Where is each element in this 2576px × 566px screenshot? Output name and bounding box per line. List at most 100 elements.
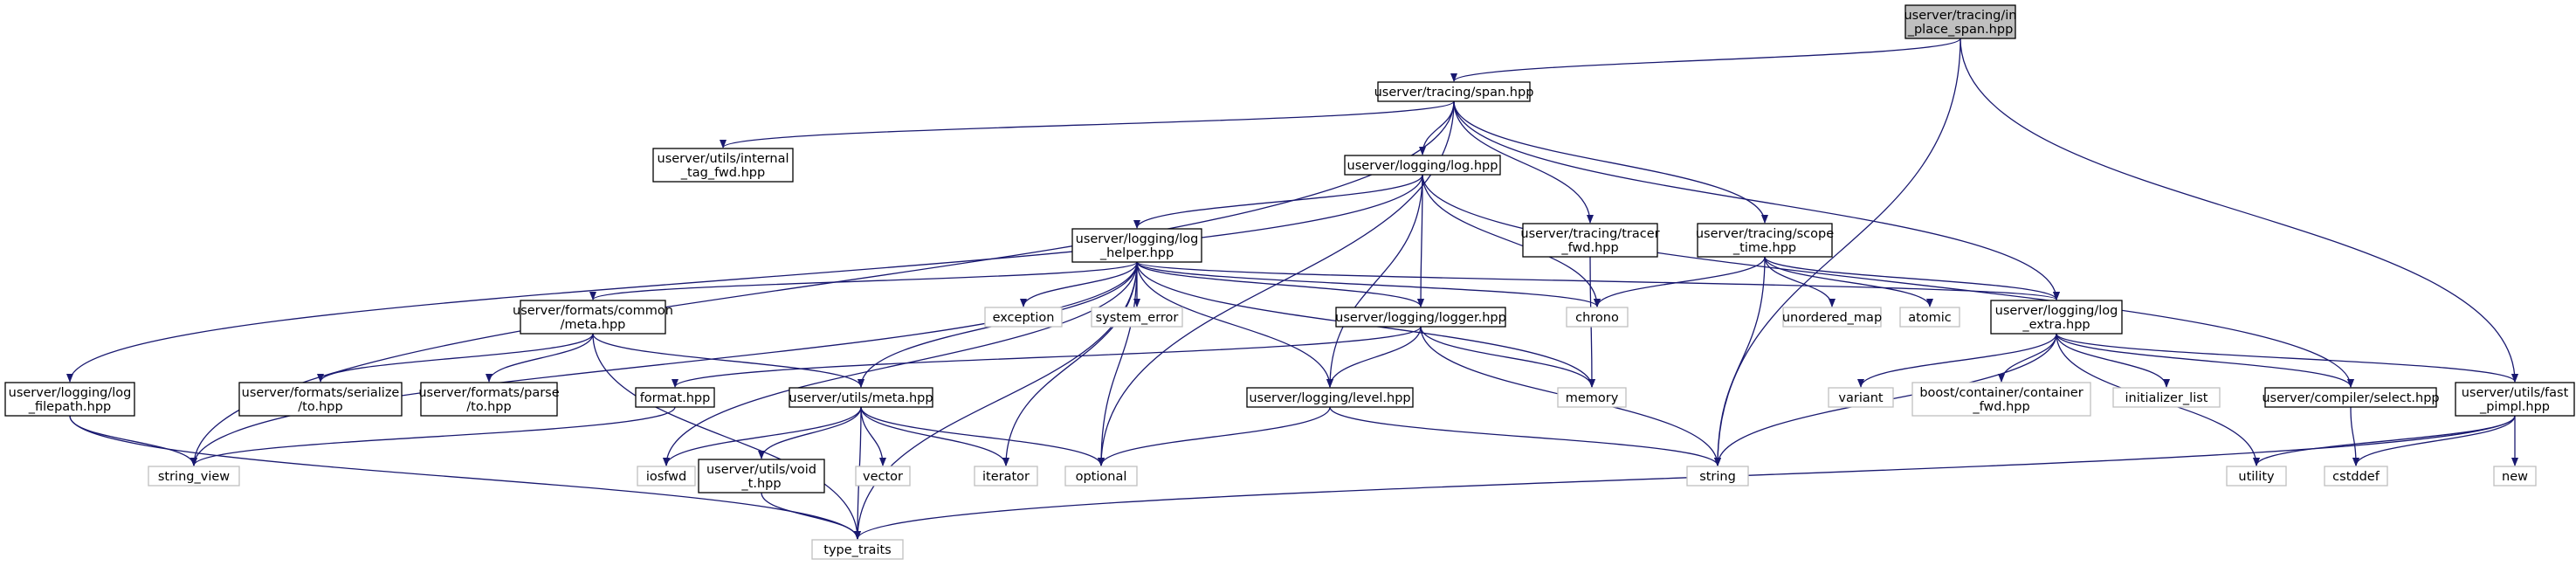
node-label: userver/utils/void: [706, 463, 816, 477]
node-format[interactable]: format.hpp: [635, 387, 715, 408]
node-box: [148, 466, 240, 487]
edge-utilsmeta-to-optional: [860, 406, 1105, 466]
node-select[interactable]: userver/compiler/select.hpp: [2262, 387, 2440, 408]
node-label: _tag_fwd.hpp: [680, 166, 765, 180]
node-label: userver/formats/parse: [418, 386, 559, 400]
node-label: /to.hpp: [466, 400, 511, 414]
node-utilsmeta[interactable]: userver/utils/meta.hpp: [789, 387, 933, 408]
node-level[interactable]: userver/logging/level.hpp: [1246, 387, 1414, 408]
node-label: system_error: [1096, 311, 1179, 325]
node-label: _place_span.hpp: [1907, 23, 2014, 37]
node-label: userver/logging/level.hpp: [1249, 391, 1410, 405]
node-typetraits: type_traits: [811, 539, 904, 560]
edge-log-to-filepath: [66, 174, 1423, 383]
edge-log-to-chrono: [1422, 174, 1601, 307]
edge-filepath-to-typetraits: [69, 415, 861, 540]
edge-scope-to-unordered: [1764, 256, 1836, 307]
edge-loghelper-to-stringview: [190, 261, 1138, 466]
edge-level-to-optional: [1098, 406, 1331, 466]
node-logger[interactable]: userver/logging/logger.hpp: [1335, 307, 1506, 328]
edge-log-to-logger: [1417, 174, 1425, 307]
node-box: [2226, 466, 2287, 487]
node-label: optional: [1076, 470, 1127, 484]
node-internal[interactable]: userver/utils/internal_tag_fwd.hpp: [652, 148, 794, 183]
node-box: [1686, 466, 1749, 487]
node-label: memory: [1566, 391, 1619, 405]
node-box: [1344, 155, 1501, 176]
edges-layer: [66, 38, 2518, 540]
node-string: string: [1686, 466, 1749, 487]
edge-span-to-internal: [720, 100, 1455, 148]
edge-root-to-span: [1450, 38, 1961, 82]
node-label: variant: [1838, 391, 1884, 405]
edge-loghelper-to-iosfwd: [663, 261, 1138, 466]
edge-loghelper-to-optional: [1098, 261, 1138, 466]
node-box: [420, 382, 558, 417]
node-voidt[interactable]: userver/utils/void_t.hpp: [698, 459, 825, 494]
edge-utilsmeta-to-vector: [860, 406, 886, 466]
edge-span-to-log: [1419, 100, 1455, 155]
edge-voidt-to-typetraits: [761, 492, 861, 540]
node-box: [637, 466, 696, 487]
edge-fmtmeta-to-parse: [486, 333, 594, 383]
node-loghelper[interactable]: userver/logging/log_helper.hpp: [1071, 228, 1202, 263]
edge-logger-to-format: [672, 326, 1422, 388]
node-box: [1246, 387, 1414, 408]
node-initlist: initializer_list: [2112, 387, 2221, 408]
node-label: /meta.hpp: [561, 318, 626, 332]
node-label: _pimpl.hpp: [2479, 400, 2550, 414]
node-span[interactable]: userver/tracing/span.hpp: [1374, 81, 1534, 102]
node-label: userver/tracing/tracer: [1520, 227, 1659, 241]
node-label: _time.hpp: [1732, 241, 1796, 255]
node-scope[interactable]: userver/tracing/scope_time.hpp: [1696, 223, 1834, 258]
node-atomic: atomic: [1899, 307, 1960, 328]
edge-logextra-to-select: [2056, 333, 2354, 388]
node-label: format.hpp: [640, 391, 711, 405]
node-box: [1377, 81, 1531, 102]
edge-root-to-fastpimpl: [1960, 38, 2518, 383]
node-label: _filepath.hpp: [28, 400, 112, 414]
node-box: [1782, 307, 1882, 328]
node-box: [1911, 382, 2091, 417]
edge-logger-to-memory: [1420, 326, 1595, 388]
node-box: [1697, 223, 1833, 258]
edge-utilsmeta-to-iterator: [860, 406, 1009, 466]
node-chrono: chrono: [1566, 307, 1629, 328]
node-iosfwd: iosfwd: [637, 466, 696, 487]
edge-logger-to-level: [1326, 326, 1422, 388]
node-syserr: system_error: [1091, 307, 1183, 328]
edge-logextra-to-variant: [1857, 333, 2057, 388]
node-box: [652, 148, 794, 183]
edge-fmtmeta-to-serialize: [317, 333, 594, 383]
edge-scope-to-atomic: [1764, 256, 1933, 307]
edge-span-to-logextra: [1453, 100, 2060, 300]
node-logextra[interactable]: userver/logging/log_extra.hpp: [1990, 300, 2123, 335]
node-root[interactable]: userver/tracing/in_place_span.hpp: [1904, 4, 2017, 39]
node-fmtmeta[interactable]: userver/formats/common/meta.hpp: [513, 300, 673, 335]
node-box: [4, 382, 135, 417]
node-label: userver/logging/log: [9, 386, 132, 400]
node-vector: vector: [855, 466, 911, 487]
node-box: [1557, 387, 1627, 408]
node-log[interactable]: userver/logging/log.hpp: [1344, 155, 1501, 176]
node-stringview: string_view: [148, 466, 240, 487]
node-box: [1899, 307, 1960, 328]
node-parse[interactable]: userver/formats/parse/to.hpp: [418, 382, 560, 417]
edge-format-to-stringview: [190, 406, 676, 466]
node-iterator: iterator: [974, 466, 1038, 487]
edge-fastpimpl-to-cstddef: [2352, 415, 2516, 466]
edge-loghelper-to-level: [1136, 261, 1333, 388]
node-serialize[interactable]: userver/formats/serialize/to.hpp: [238, 382, 403, 417]
node-tracer[interactable]: userver/tracing/tracer_fwd.hpp: [1520, 223, 1660, 258]
edge-scope-to-logextra: [1764, 256, 2060, 300]
node-label: cstddef: [2332, 470, 2380, 484]
node-box: [238, 382, 403, 417]
node-variant: variant: [1828, 387, 1894, 408]
node-filepath[interactable]: userver/logging/log_filepath.hpp: [4, 382, 135, 417]
node-fastpimpl[interactable]: userver/utils/fast_pimpl.hpp: [2455, 382, 2575, 417]
node-label: unordered_map: [1782, 311, 1882, 325]
node-label: userver/formats/common: [513, 304, 673, 318]
node-box: [2455, 382, 2575, 417]
edge-loghelper-to-iterator: [1002, 261, 1138, 466]
node-box: [811, 539, 904, 560]
